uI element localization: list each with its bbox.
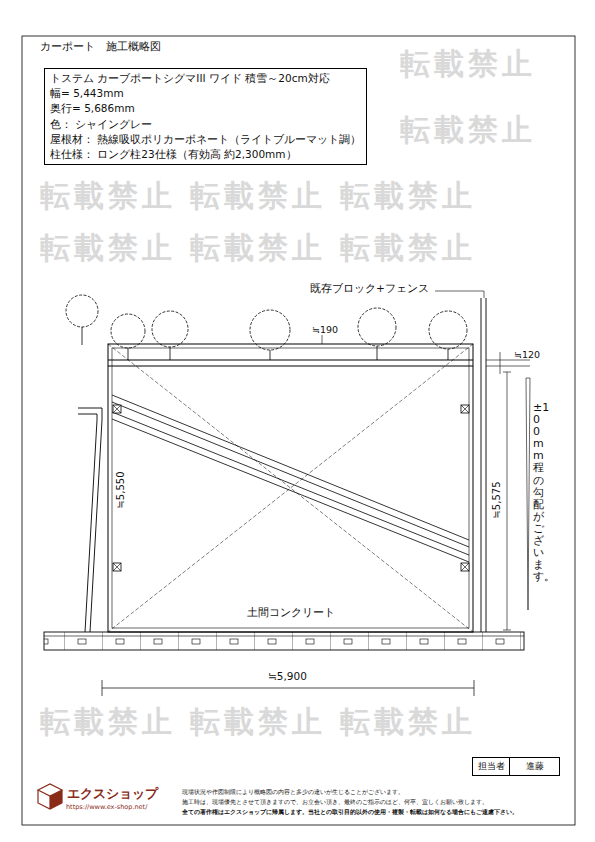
node-text: 柱仕様： ロング柱23仕様（有効高 約2,300mm） <box>50 147 361 162</box>
node-text: 奥行= 5,686mm <box>50 101 361 116</box>
logo-url: https://www.ex-shop.net/ <box>66 804 147 812</box>
node-text: 進藤 <box>510 758 559 775</box>
node-text: 担当者 <box>473 758 509 775</box>
node-text: 幅= 5,443mm <box>50 86 361 101</box>
table-cell: 担当者 <box>472 757 510 776</box>
dimension-text: ≒190 <box>310 324 340 335</box>
note-text: 施工時は、現場優先とさせて頂きますので、お立会い頂き、最終のご指示のほど、何卒、… <box>182 798 488 805</box>
dimension-text: ≒5,900 <box>268 670 307 683</box>
node-text: トステム カーブポートシグマIII ワイド 積雪～20cm対応 <box>50 71 361 86</box>
page-title: カーポート 施工概略図 <box>40 40 161 53</box>
callout-label: 既存ブロック+フェンス <box>310 282 429 295</box>
note-text: 全ての著作権はエクスショップに帰属します。当社との取引目的以外の使用・複製・転載… <box>182 808 518 815</box>
logo-text: エクスショップ <box>67 786 158 802</box>
dimension-text: ≒5,575 <box>491 481 503 518</box>
table-cell: 進藤 <box>509 757 560 776</box>
watermark: 転載禁止 <box>190 228 326 269</box>
watermark: 転載禁止 <box>190 176 326 217</box>
slope-note: ±100mm程の勾配がございます。 <box>533 402 544 583</box>
spec-box: トステム カーブポートシグマIII ワイド 積雪～20cm対応幅= 5,443m… <box>44 68 367 165</box>
watermark: 転載禁止 <box>40 176 176 217</box>
watermark: 転載禁止 <box>40 702 176 743</box>
watermark: 転載禁止 <box>400 44 536 85</box>
watermark: 転載禁止 <box>340 176 476 217</box>
watermark: 転載禁止 <box>40 228 176 269</box>
area-label: 土間コンクリート <box>245 606 337 619</box>
dimension-text: ≒5,550 <box>115 471 127 508</box>
dimension-text: ≒120 <box>514 349 540 360</box>
watermark: 転載禁止 <box>190 702 326 743</box>
watermark: 転載禁止 <box>340 702 476 743</box>
node-text: 屋根材： 熱線吸収ポリカーボネート（ライトブルーマット調） <box>50 132 361 147</box>
note-text: 現場状況や作図制限により概略図の内容と多少の違いが生じることがございます。 <box>182 788 404 795</box>
watermark: 転載禁止 <box>340 228 476 269</box>
node-text: 色： シャイングレー <box>50 117 361 132</box>
watermark: 転載禁止 <box>400 110 536 151</box>
